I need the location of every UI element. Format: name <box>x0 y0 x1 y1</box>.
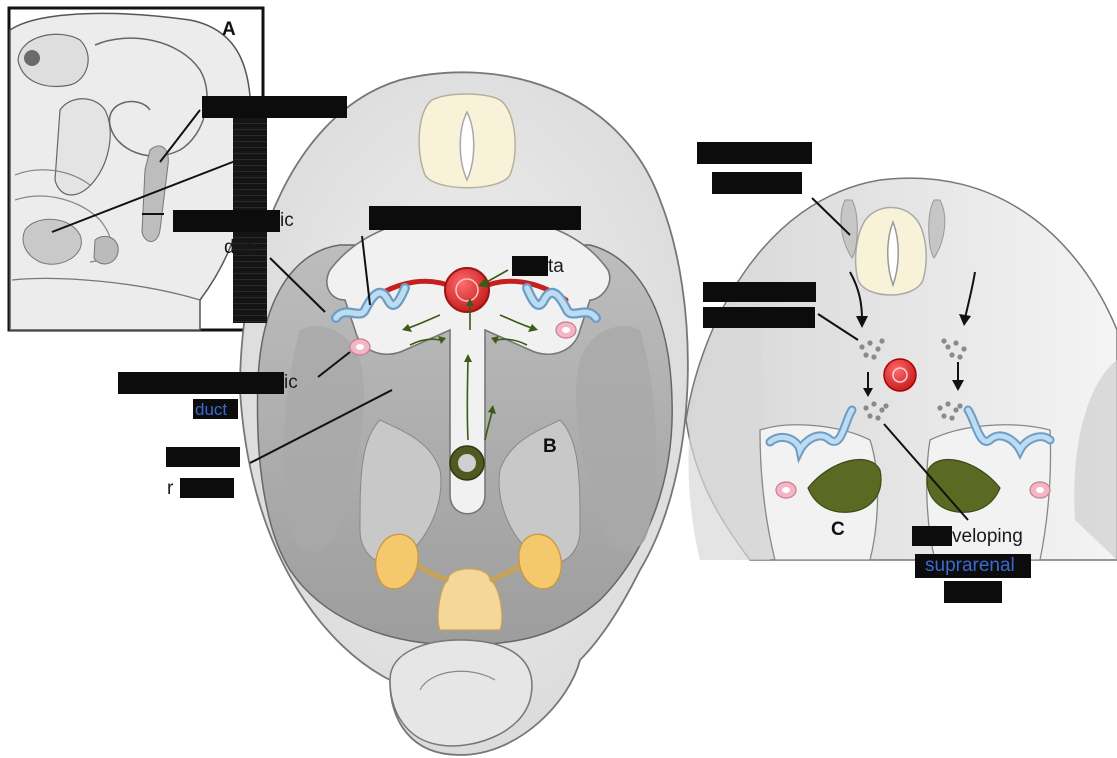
label-mesonephric-duct-tail: ic <box>280 210 294 231</box>
label-paramesonephric-duct-line2: duct <box>195 399 227 420</box>
label-developing-suprarenal-line2: suprarenal <box>925 555 1015 576</box>
redacted-label-a3 <box>173 210 280 232</box>
panel-c-section <box>686 178 1117 560</box>
redacted-label-c1 <box>697 142 812 164</box>
redacted-label-c1b <box>712 172 802 194</box>
label-gonadal-ridge: r <box>167 478 173 499</box>
panel-c-letter: C <box>831 519 845 541</box>
redacted-label-b1 <box>369 206 581 230</box>
label-aorta-tail: ta <box>548 256 564 277</box>
panel-a-inset <box>9 8 263 330</box>
label-mesonephric-duct-line2: duc <box>224 237 255 258</box>
redacted-label-c3 <box>912 526 952 546</box>
panel-a-letter: A <box>222 19 236 41</box>
redacted-label-aorta <box>512 256 548 276</box>
redacted-label-b4 <box>166 447 240 467</box>
label-paramesonephric-duct-tail: ic <box>284 372 298 393</box>
label-developing-suprarenal: veloping <box>952 526 1023 547</box>
redacted-label-a1 <box>202 96 347 118</box>
panel-b-section <box>240 72 688 755</box>
redacted-label-c3c <box>944 581 1002 603</box>
panel-b-letter: B <box>543 436 557 458</box>
redacted-label-b4b <box>180 478 234 498</box>
redacted-label-b3 <box>118 372 284 394</box>
redacted-label-c2b <box>703 307 815 328</box>
redacted-label-c2 <box>703 282 816 302</box>
